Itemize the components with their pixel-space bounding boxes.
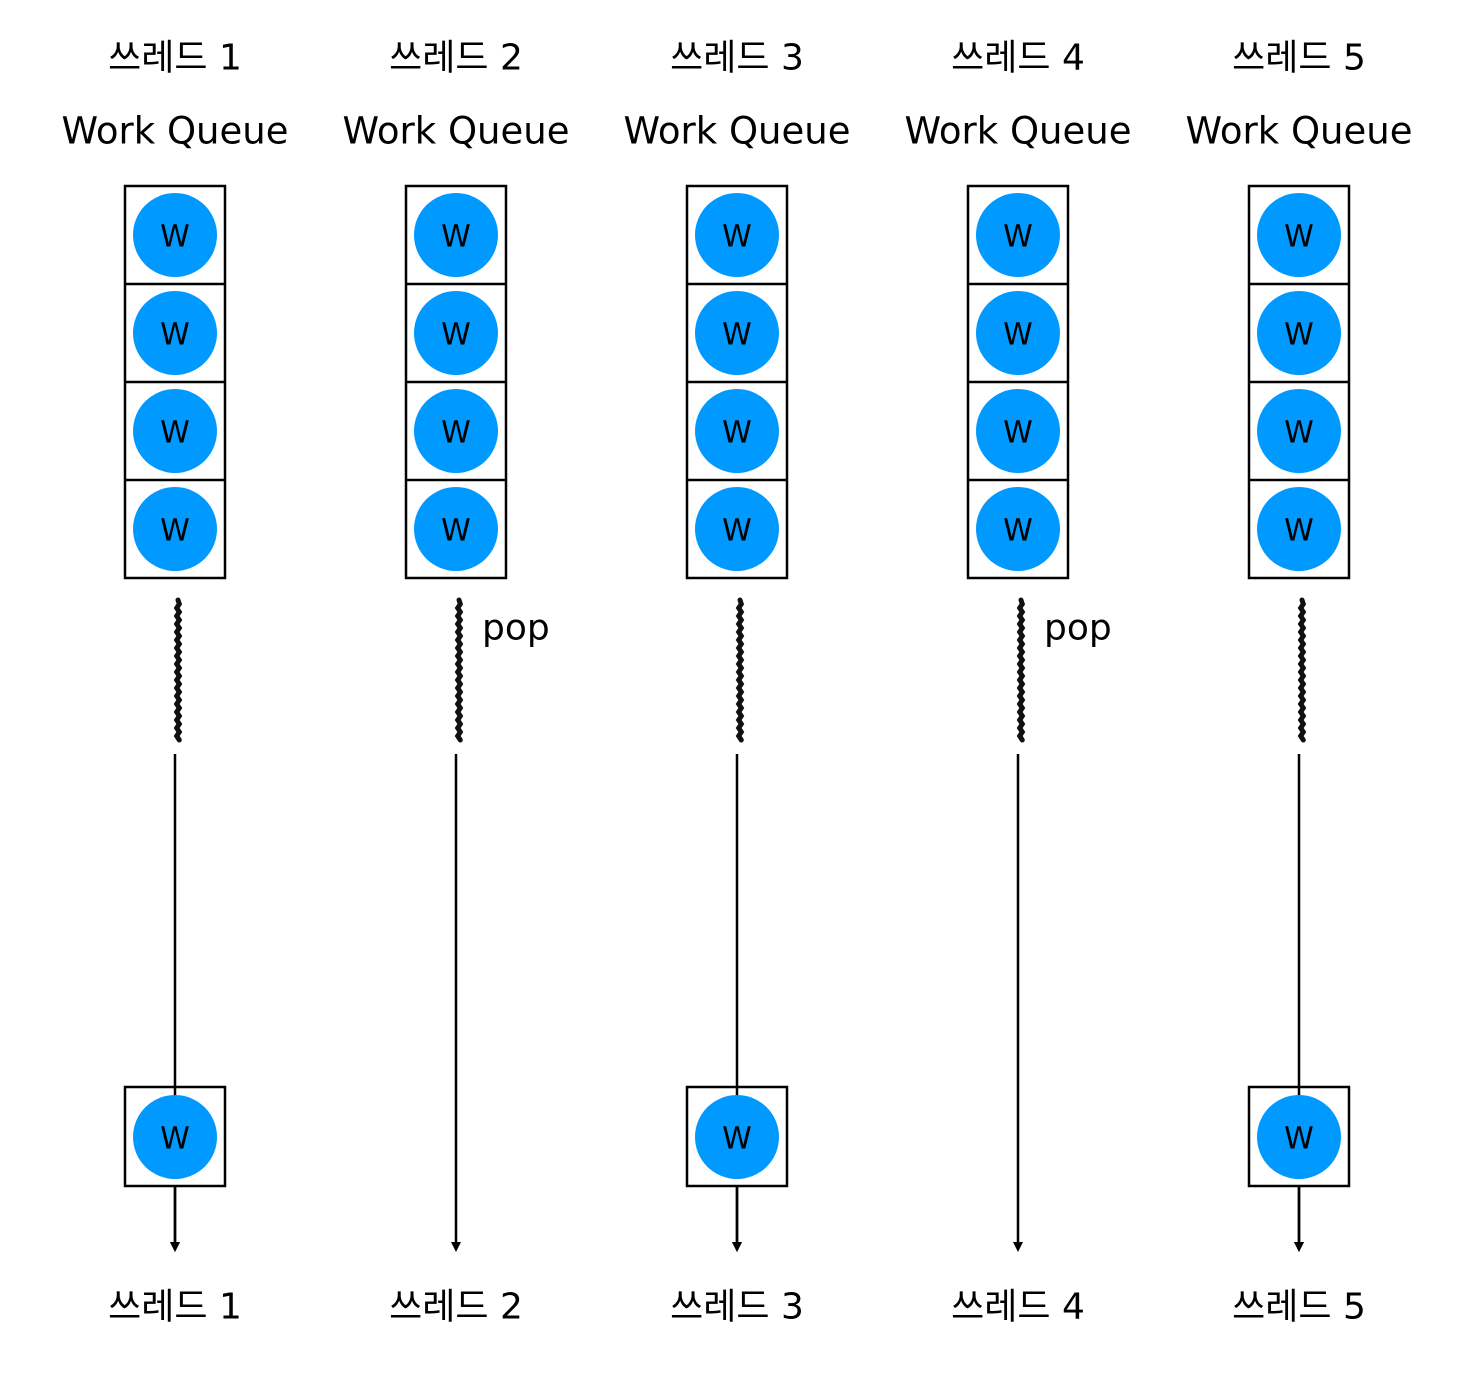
thread-bottom-label: 쓰레드 1 [108, 1287, 242, 1328]
work-item-circle [695, 291, 779, 375]
work-item-label: W [160, 318, 190, 353]
work-item-circle [1257, 487, 1341, 571]
work-item-circle [414, 389, 498, 473]
work-item-circle [133, 193, 217, 277]
work-item-circle [695, 389, 779, 473]
pop-connector [1016, 597, 1026, 743]
work-item-label: W [722, 220, 752, 255]
work-item-label: W [1284, 220, 1314, 255]
work-item-label: W [1003, 416, 1033, 451]
thread-bottom-label: 쓰레드 2 [389, 1287, 523, 1328]
pop-connector [454, 597, 464, 743]
work-item-circle [414, 193, 498, 277]
work-item-circle [1257, 389, 1341, 473]
work-item-circle [695, 487, 779, 571]
work-item-circle [976, 487, 1060, 571]
work-item-label: W [441, 220, 471, 255]
work-item-label: W [1003, 220, 1033, 255]
work-queue-label: Work Queue [623, 110, 850, 153]
thread-bottom-label: 쓰레드 3 [670, 1287, 804, 1328]
work-item-label: W [160, 514, 190, 549]
thread-bottom-label: 쓰레드 5 [1232, 1287, 1366, 1328]
work-item-circle [976, 193, 1060, 277]
work-item-label: W [441, 318, 471, 353]
work-queue-label: Work Queue [61, 110, 288, 153]
pop-label: pop [482, 608, 550, 649]
work-item-circle [133, 291, 217, 375]
work-item-circle [133, 389, 217, 473]
work-item-label: W [722, 1122, 752, 1157]
work-item-label: W [1003, 318, 1033, 353]
work-item-label: W [1003, 514, 1033, 549]
work-item-label: W [160, 220, 190, 255]
thread-title: 쓰레드 4 [951, 38, 1085, 79]
thread-bottom-label: 쓰레드 4 [951, 1287, 1085, 1328]
work-item-circle [695, 1095, 779, 1179]
work-queue-label: Work Queue [904, 110, 1131, 153]
pop-connector [735, 597, 745, 743]
work-item-label: W [441, 514, 471, 549]
work-item-circle [133, 487, 217, 571]
work-item-label: W [722, 514, 752, 549]
work-queue-label: Work Queue [342, 110, 569, 153]
work-item-circle [1257, 1095, 1341, 1179]
pop-connector [173, 597, 183, 743]
work-item-circle [976, 389, 1060, 473]
pop-connector [1297, 597, 1307, 743]
work-item-circle [414, 487, 498, 571]
work-item-circle [414, 291, 498, 375]
work-item-circle [1257, 291, 1341, 375]
work-item-circle [133, 1095, 217, 1179]
thread-title: 쓰레드 3 [670, 38, 804, 79]
thread-title: 쓰레드 5 [1232, 38, 1366, 79]
work-item-label: W [1284, 1122, 1314, 1157]
work-queue-label: Work Queue [1185, 110, 1412, 153]
work-item-label: W [160, 1122, 190, 1157]
work-item-label: W [1284, 416, 1314, 451]
work-item-label: W [1284, 514, 1314, 549]
work-item-circle [695, 193, 779, 277]
work-item-label: W [441, 416, 471, 451]
work-item-circle [1257, 193, 1341, 277]
work-item-label: W [722, 318, 752, 353]
pop-label: pop [1044, 608, 1112, 649]
work-item-label: W [1284, 318, 1314, 353]
thread-title: 쓰레드 2 [389, 38, 523, 79]
work-item-circle [976, 291, 1060, 375]
thread-title: 쓰레드 1 [108, 38, 242, 79]
work-item-label: W [722, 416, 752, 451]
work-item-label: W [160, 416, 190, 451]
